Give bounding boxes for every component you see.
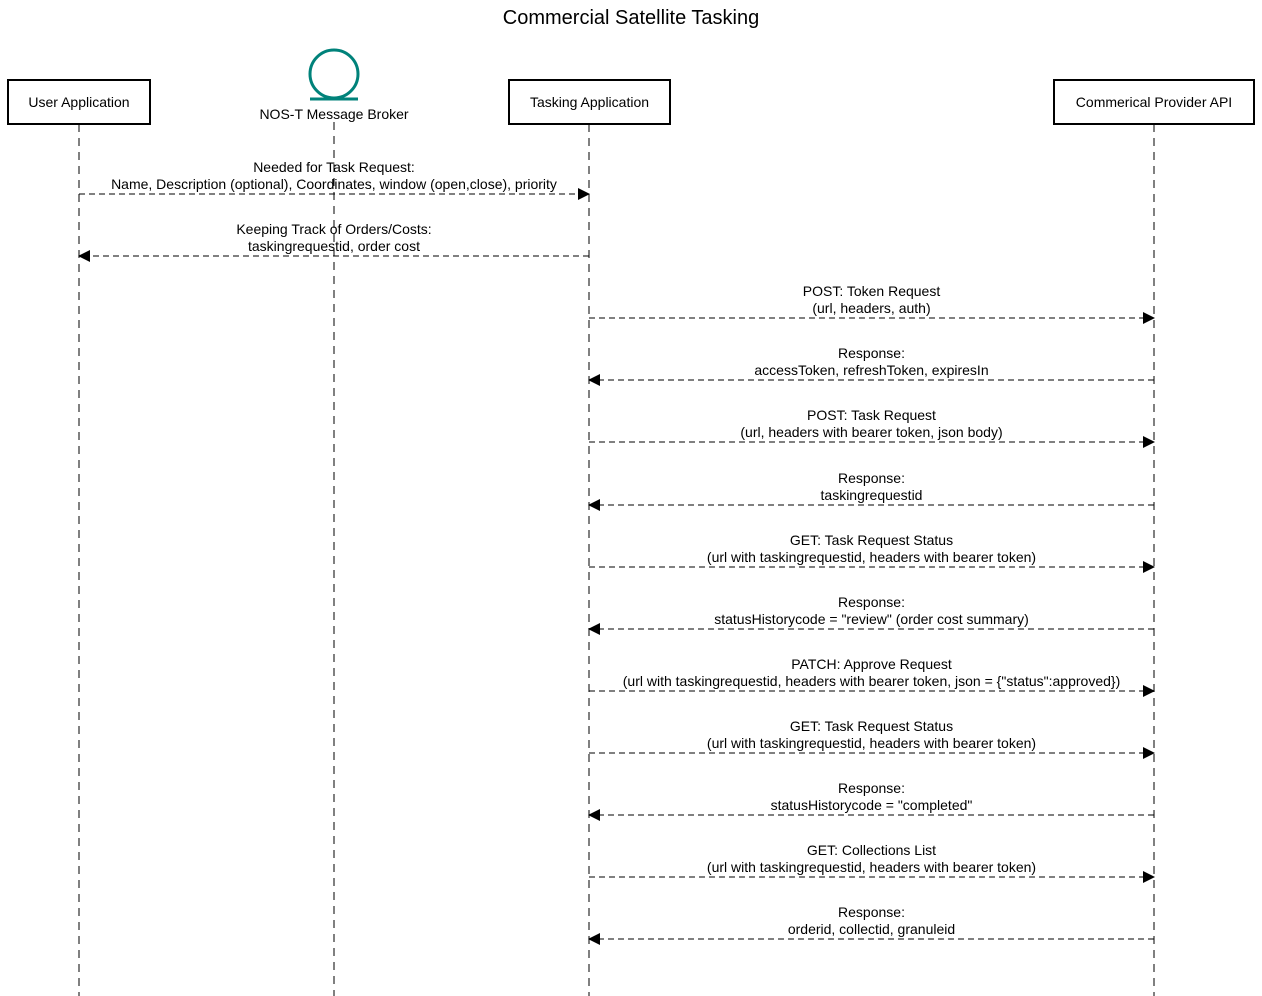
message-label-line: Keeping Track of Orders/Costs: xyxy=(236,221,431,237)
message-6: Response:taskingrequestid xyxy=(588,470,1154,511)
message-10: GET: Task Request Status(url with taskin… xyxy=(589,718,1155,759)
message-1: Needed for Task Request:Name, Descriptio… xyxy=(79,159,590,200)
participant-label-tasking: Tasking Application xyxy=(530,94,649,110)
message-label-line: PATCH: Approve Request xyxy=(791,656,952,672)
participant-label-provider: Commerical Provider API xyxy=(1076,94,1232,110)
message-8: Response:statusHistorycode = "review" (o… xyxy=(588,594,1154,635)
message-label-line: (url with taskingrequestid, headers with… xyxy=(707,859,1036,875)
message-7: GET: Task Request Status(url with taskin… xyxy=(589,532,1155,573)
message-label-line: statusHistorycode = "review" (order cost… xyxy=(714,611,1029,627)
message-label-line: (url with taskingrequestid, headers with… xyxy=(707,735,1036,751)
message-11: Response:statusHistorycode = "completed" xyxy=(588,780,1154,821)
message-label-line: Response: xyxy=(838,904,905,920)
message-label-line: accessToken, refreshToken, expiresIn xyxy=(754,362,988,378)
message-label-line: (url with taskingrequestid, headers with… xyxy=(707,549,1036,565)
participant-box-tasking xyxy=(508,79,671,125)
participant-label-user: User Application xyxy=(28,94,129,110)
message-label-line: (url with taskingrequestid, headers with… xyxy=(623,673,1121,689)
message-label-line: Response: xyxy=(838,594,905,610)
message-5: POST: Task Request(url, headers with bea… xyxy=(589,407,1155,448)
message-label-line: POST: Token Request xyxy=(803,283,941,299)
message-label-line: taskingrequestid, order cost xyxy=(248,238,420,254)
message-label-line: GET: Task Request Status xyxy=(790,718,953,734)
message-broker-icon xyxy=(308,48,360,100)
message-label-line: statusHistorycode = "completed" xyxy=(771,797,973,813)
lifelines-layer xyxy=(78,122,1155,996)
message-13: Response:orderid, collectid, granuleid xyxy=(588,904,1154,945)
message-label-line: Response: xyxy=(838,470,905,486)
message-label-line: Response: xyxy=(838,780,905,796)
messages-layer: Needed for Task Request:Name, Descriptio… xyxy=(78,159,1155,945)
message-label-line: Needed for Task Request: xyxy=(253,159,415,175)
message-label-line: (url, headers with bearer token, json bo… xyxy=(740,424,1002,440)
message-label-line: POST: Task Request xyxy=(807,407,936,423)
message-9: PATCH: Approve Request(url with taskingr… xyxy=(589,656,1155,697)
message-3: POST: Token Request(url, headers, auth) xyxy=(589,283,1155,324)
message-label-line: Response: xyxy=(838,345,905,361)
diagram-title: Commercial Satellite Tasking xyxy=(503,7,759,29)
message-12: GET: Collections List(url with taskingre… xyxy=(589,842,1155,883)
message-2: Keeping Track of Orders/Costs:taskingreq… xyxy=(78,221,589,262)
message-label-line: taskingrequestid xyxy=(821,487,923,503)
message-label-line: GET: Task Request Status xyxy=(790,532,953,548)
participant-box-user xyxy=(7,79,151,125)
message-label-line: Name, Description (optional), Coordinate… xyxy=(111,176,557,192)
participant-box-provider xyxy=(1053,79,1255,125)
message-label-line: (url, headers, auth) xyxy=(812,300,930,316)
message-label-line: GET: Collections List xyxy=(807,842,936,858)
message-label-line: orderid, collectid, granuleid xyxy=(788,921,955,937)
participant-label-broker: NOS-T Message Broker xyxy=(259,106,408,122)
message-4: Response:accessToken, refreshToken, expi… xyxy=(588,345,1154,386)
